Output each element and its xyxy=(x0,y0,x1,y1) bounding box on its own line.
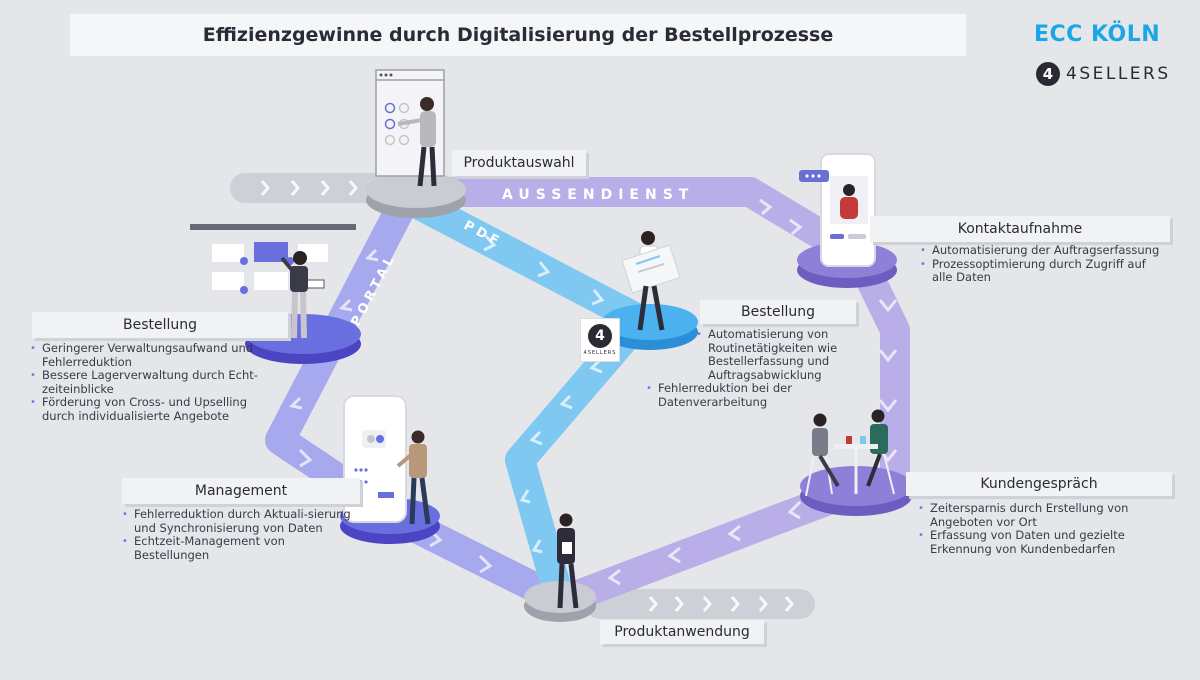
label-produktanwendung: Produktanwendung xyxy=(600,620,764,644)
illustration-meeting xyxy=(805,409,895,497)
bullet-item: Prozessoptimierung durch Zugriff auf all… xyxy=(920,257,1160,285)
track-grey-chevrons xyxy=(260,180,794,612)
illustration-phone-video xyxy=(799,153,876,267)
platform-produktauswahl xyxy=(366,172,466,218)
foursellers-badge: 4 4SELLERS xyxy=(580,318,620,362)
bullet-item: Automatisierung der Auftragserfassung xyxy=(920,243,1160,258)
bullets-kundengespraech: Zeitersparnis durch Erstellung von Angeb… xyxy=(918,501,1168,556)
bullets-bestellung-center: Automatisierung von Routinetätigkeiten w… xyxy=(646,327,876,409)
platform-bestellung-center xyxy=(602,304,698,350)
label-kundengespraech: Kundengespräch xyxy=(906,472,1172,496)
bullet-item: Fehlerreduktion durch Aktuali-sierung un… xyxy=(122,507,362,535)
illustration-portal-person xyxy=(190,224,356,339)
illustration-document-person xyxy=(621,231,681,331)
bullet-item: Bessere Lagerverwaltung durch Echt-zeite… xyxy=(30,368,270,396)
bullet-item: Förderung von Cross- und Upselling durch… xyxy=(30,395,270,423)
foursellers-badge-mark: 4 xyxy=(588,324,612,348)
ecc-koeln-logo: ECC KÖLN xyxy=(1034,22,1161,47)
title-bar: Effizienzgewinne durch Digitalisierung d… xyxy=(70,14,966,56)
bullet-item: Fehlerreduktion bei der Datenverarbeitun… xyxy=(646,381,876,409)
foursellers-logo: 4 4SELLERS xyxy=(1036,62,1171,86)
channel-aussendienst: AUSSENDIENST xyxy=(502,187,694,203)
bullets-management: Fehlerreduktion durch Aktuali-sierung un… xyxy=(122,507,362,562)
track-pdf xyxy=(403,186,655,605)
bullet-item: Geringerer Verwaltungsaufwand und Fehler… xyxy=(30,341,270,369)
route-chevrons xyxy=(288,198,898,586)
label-produktauswahl: Produktauswahl xyxy=(452,150,586,176)
illustration-checklist-person xyxy=(375,69,445,187)
label-bestellung-center: Bestellung xyxy=(700,300,856,324)
bullet-item: Echtzeit-Management von Bestellungen xyxy=(122,534,362,562)
bullet-item: Zeitersparnis durch Erstellung von Angeb… xyxy=(918,501,1168,529)
page-title: Effizienzgewinne durch Digitalisierung d… xyxy=(202,24,834,46)
foursellers-badge-text: 4SELLERS xyxy=(583,350,617,356)
bullet-item: Automatisierung von Routinetätigkeiten w… xyxy=(696,327,876,382)
bullets-bestellung-left: Geringerer Verwaltungsaufwand und Fehler… xyxy=(30,341,270,423)
track-kunden-to-anwendung xyxy=(555,475,870,613)
label-kontaktaufnahme: Kontaktaufnahme xyxy=(870,216,1170,242)
bullet-item: Erfassung von Daten und gezielte Erkennu… xyxy=(918,528,1168,556)
foursellers-logo-text: 4SELLERS xyxy=(1066,64,1171,84)
label-management: Management xyxy=(122,478,360,504)
foursellers-logo-mark: 4 xyxy=(1036,62,1060,86)
illustration-user-person xyxy=(557,513,579,609)
bullets-kontaktaufnahme: Automatisierung der Auftragserfassung Pr… xyxy=(920,243,1160,285)
label-bestellung-left: Bestellung xyxy=(32,312,288,338)
